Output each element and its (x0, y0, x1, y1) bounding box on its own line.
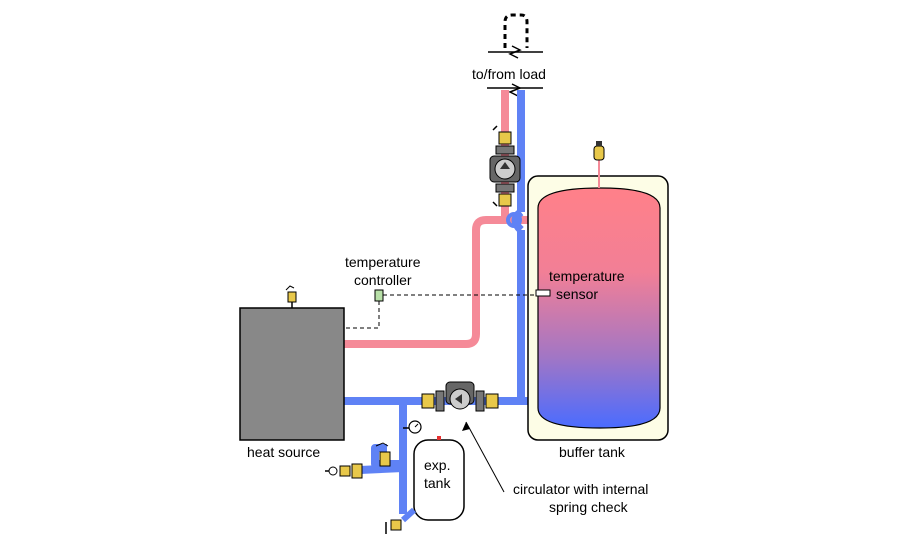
load-break-line (487, 83, 543, 97)
load-riser-dashed (488, 13, 543, 59)
crossover-bend (506, 212, 522, 228)
control-wiring (344, 294, 536, 329)
tank-air-vent (593, 141, 605, 161)
circulator-leader-arrow (465, 421, 505, 493)
pressure-gauge (403, 420, 422, 434)
exp-tank-label-line2: tank (424, 475, 451, 491)
temperature-sensor-label-line1: temperature (549, 268, 625, 284)
to-from-load-label: to/from load (472, 66, 546, 82)
temperature-controller-label-line1: temperature (345, 254, 421, 270)
exp-tank-label-line1: exp. (424, 457, 450, 473)
temperature-controller-box (374, 289, 384, 302)
temperature-sensor-well (535, 289, 551, 297)
boiler-circulator-pump (421, 381, 499, 412)
drain-valve (385, 519, 402, 534)
temperature-controller-label-line2: controller (354, 272, 412, 288)
pipe-crossover (511, 208, 524, 233)
circulator-note-line1: circulator with internal (513, 481, 648, 497)
circulator-arrowhead (462, 422, 470, 431)
heat-source-label: heat source (247, 444, 320, 460)
buffer-tank (527, 160, 669, 441)
load-circulator-assembly (489, 125, 521, 207)
expansion-tank (400, 436, 465, 523)
pressure-relief-valve (375, 442, 391, 467)
boiler-relief-valve (285, 285, 297, 308)
fill-valve-assembly (325, 463, 363, 479)
heat-source-boiler (239, 307, 345, 441)
circulator-note-line2: spring check (549, 499, 629, 515)
buffer-tank-label: buffer tank (559, 444, 626, 460)
temperature-sensor-label-line2: sensor (556, 286, 598, 302)
